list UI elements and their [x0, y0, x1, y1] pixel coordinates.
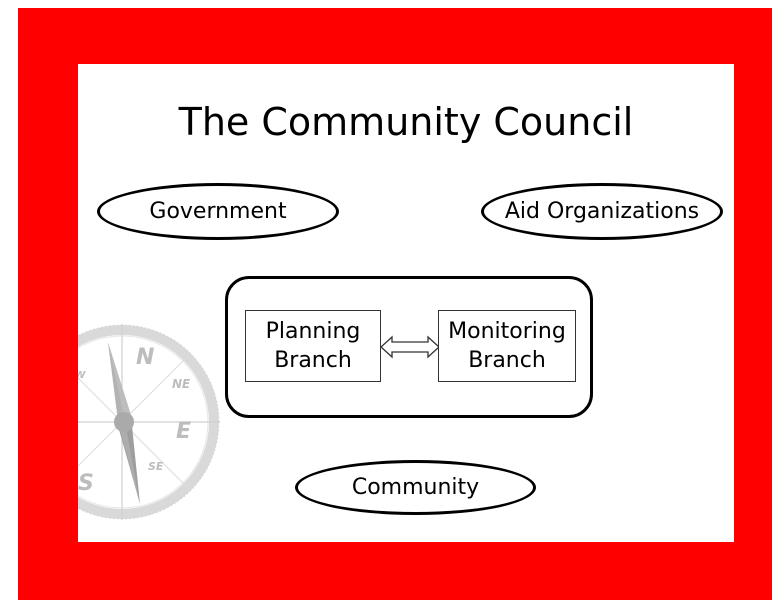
compass-label-e: E — [176, 419, 191, 444]
aid-organizations-node: Aid Organizations — [481, 183, 723, 240]
slide: N E S NW NE SE The Community Council Gov… — [78, 64, 734, 542]
aid-organizations-label: Aid Organizations — [504, 199, 700, 224]
monitoring-branch-line2: Branch — [468, 348, 546, 373]
monitoring-branch-node: Monitoring Branch — [438, 310, 576, 382]
council-container — [225, 276, 593, 418]
compass-icon: N E S NW NE SE — [78, 324, 220, 520]
compass-label-ne: NE — [172, 377, 191, 391]
compass-label-n: N — [136, 345, 154, 370]
planning-branch-line2: Branch — [274, 348, 352, 373]
double-arrow-icon — [380, 335, 440, 359]
government-node: Government — [97, 183, 339, 240]
planning-branch-line1: Planning — [265, 319, 361, 344]
compass-label-nw: NW — [78, 370, 86, 381]
page-title: The Community Council — [178, 100, 634, 144]
monitoring-branch-line1: Monitoring — [448, 319, 566, 344]
compass-label-se: SE — [148, 460, 164, 473]
community-node: Community — [295, 460, 536, 515]
government-label: Government — [149, 199, 287, 224]
planning-branch-node: Planning Branch — [245, 310, 381, 382]
compass-label-s: S — [78, 471, 94, 496]
community-label: Community — [351, 475, 480, 500]
